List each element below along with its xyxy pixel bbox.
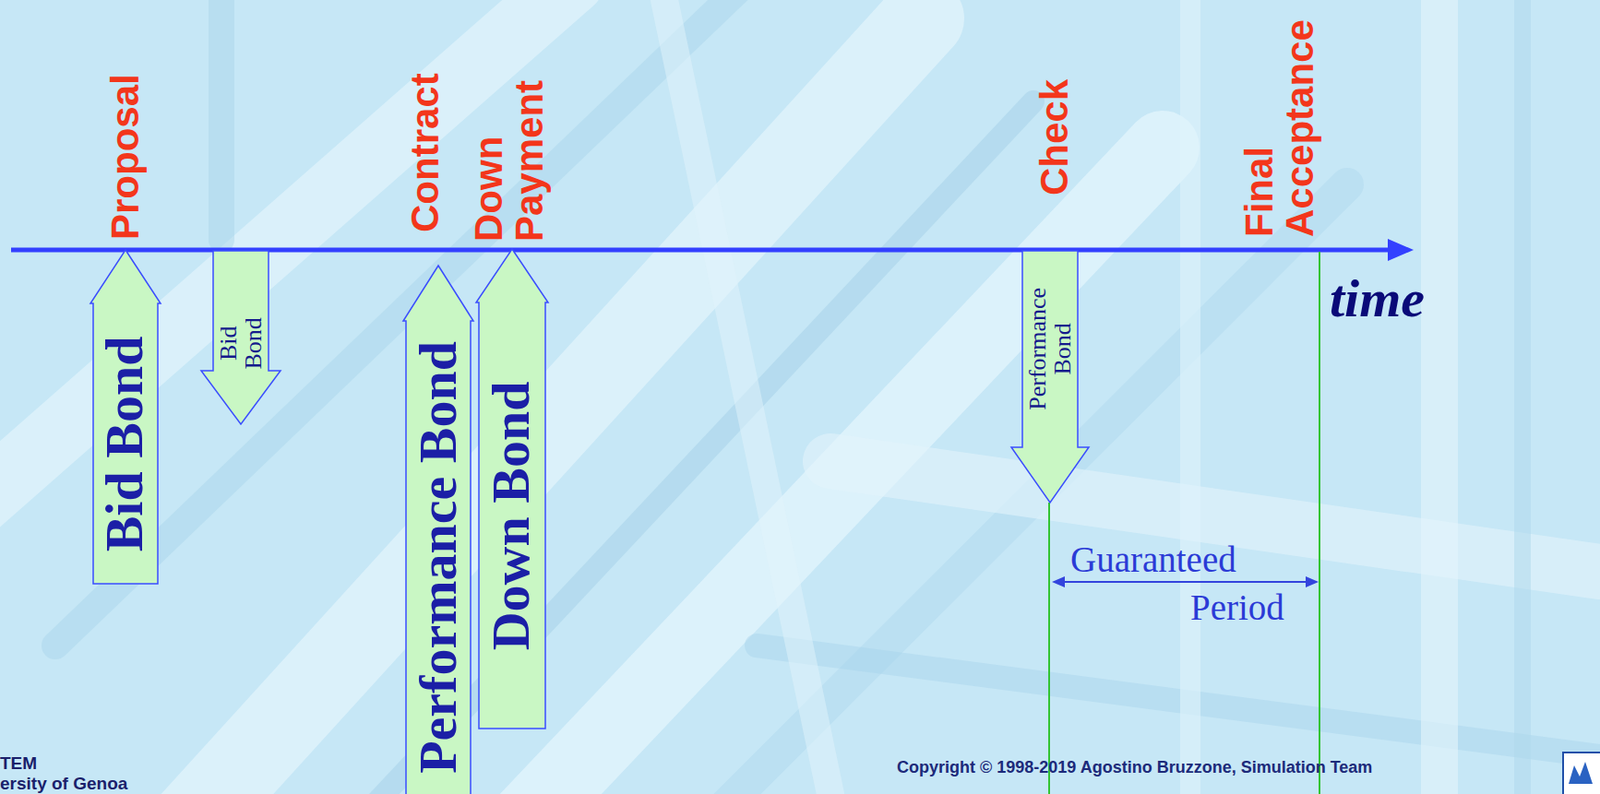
guarantee-start-line	[1048, 502, 1051, 794]
milestone-label: Down Payment	[468, 57, 550, 242]
arrow-outline	[90, 250, 161, 585]
simulation-team-logo	[1563, 752, 1600, 794]
guarantee-end-line	[1318, 251, 1321, 794]
bond-label: Performance Bond	[1025, 269, 1076, 429]
logo-frame	[1563, 752, 1600, 794]
period-head-right	[1305, 576, 1319, 588]
institution-label: ersity of Genoa	[0, 775, 128, 794]
period-line	[1061, 581, 1309, 584]
bond-label: Bid Bond	[215, 310, 267, 377]
arrow-outline	[476, 249, 549, 729]
bid-bond-arrow: Bid Bond	[90, 250, 161, 585]
bid-bond-release-arrow: Bid Bond	[201, 250, 281, 425]
arrow-outline	[403, 265, 474, 794]
performance-bond-arrow: Performance Bond	[403, 265, 474, 794]
bond-label: Performance Bond	[409, 341, 466, 775]
arrow-outline	[1011, 250, 1089, 503]
down-bond-arrow: Down Bond	[476, 249, 549, 729]
axis-label: time	[1329, 269, 1425, 329]
logo-mark	[1568, 762, 1593, 785]
milestone-label: Final Acceptance	[1239, 6, 1321, 238]
bond-label: Bid Bond	[96, 335, 154, 552]
period-head-left	[1051, 576, 1065, 588]
time-axis-head	[1387, 238, 1414, 262]
period-label: Guaranteed	[1070, 540, 1237, 581]
institution-label: TEM	[0, 754, 37, 775]
copyright-note: Copyright © 1998-2019 Agostino Bruzzone,…	[896, 759, 1373, 778]
milestone-label: Check	[1033, 79, 1076, 196]
arrow-outline	[201, 250, 281, 425]
bond-label: Down Bond	[483, 381, 540, 651]
performance-bond-release-arrow: Performance Bond	[1011, 250, 1089, 503]
milestone-label: Contract	[404, 72, 447, 233]
milestone-label: Proposal	[104, 73, 147, 240]
period-label: Period	[1190, 588, 1285, 629]
